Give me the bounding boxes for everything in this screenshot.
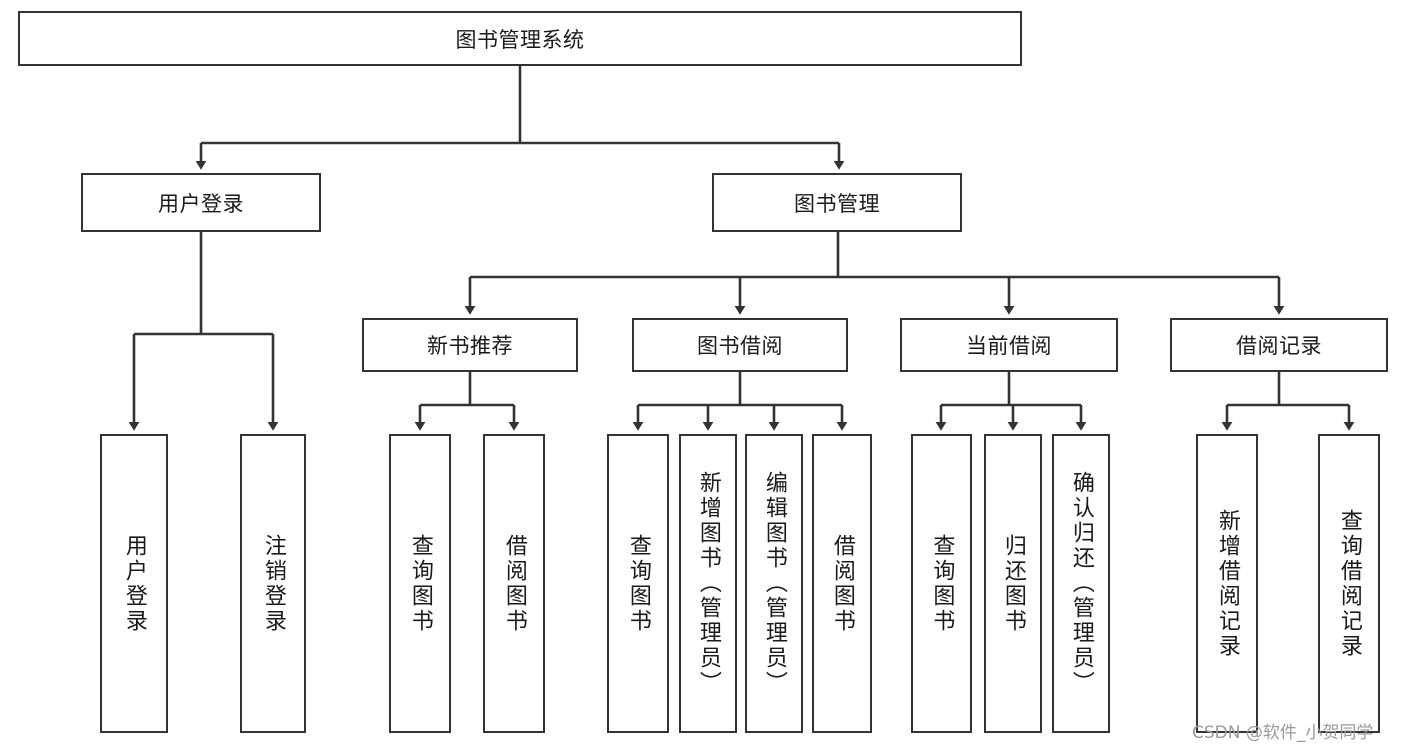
node-root-label: 图书管理系统 (455, 27, 585, 52)
node-leaf[interactable]: 新增图书（管理员） (679, 434, 737, 733)
node-leaf[interactable]: 新增借阅记录 (1196, 434, 1258, 733)
node-label: 借阅图书 (501, 533, 527, 634)
node-label: 借阅图书 (829, 533, 855, 634)
node-label: 借阅记录 (1236, 334, 1322, 358)
node-leaf[interactable]: 确认归还（管理员） (1052, 434, 1110, 733)
node-label: 用户登录 (158, 191, 244, 216)
node-label: 查询图书 (407, 533, 433, 634)
node-leaf[interactable]: 查询图书 (389, 434, 451, 733)
node-book-borrow[interactable]: 图书借阅 (632, 318, 848, 372)
watermark-text: CSDN @软件_小贺同学 (1192, 723, 1374, 743)
node-leaf[interactable]: 归还图书 (984, 434, 1042, 733)
node-label: 新增借阅记录 (1214, 508, 1240, 659)
node-leaf[interactable]: 查询图书 (911, 434, 972, 733)
node-label: 查询图书 (929, 533, 955, 634)
node-leaf[interactable]: 借阅图书 (483, 434, 545, 733)
node-leaf[interactable]: 编辑图书（管理员） (745, 434, 803, 733)
node-leaf[interactable]: 用户登录 (100, 434, 168, 733)
node-label: 编辑图书（管理员） (761, 471, 787, 696)
node-new-book-recommend[interactable]: 新书推荐 (362, 318, 578, 372)
node-label: 注销登录 (260, 533, 286, 634)
node-root-system[interactable]: 图书管理系统 (18, 11, 1022, 66)
node-label: 确认归还（管理员） (1068, 471, 1094, 696)
node-book-management[interactable]: 图书管理 (712, 173, 962, 232)
node-label: 新增图书（管理员） (695, 471, 721, 696)
node-label: 查询图书 (625, 533, 651, 634)
node-label: 用户登录 (121, 533, 147, 634)
node-label: 图书借阅 (697, 334, 783, 358)
node-label: 当前借阅 (966, 334, 1052, 358)
node-current-borrow[interactable]: 当前借阅 (900, 318, 1118, 372)
node-leaf[interactable]: 借阅图书 (812, 434, 872, 733)
node-leaf[interactable]: 查询图书 (607, 434, 669, 733)
node-leaf[interactable]: 查询借阅记录 (1318, 434, 1380, 733)
node-user-login[interactable]: 用户登录 (81, 173, 321, 232)
node-label: 新书推荐 (427, 334, 513, 358)
node-label: 查询借阅记录 (1336, 508, 1362, 659)
node-label: 归还图书 (1000, 533, 1026, 634)
node-label: 图书管理 (794, 191, 880, 216)
node-leaf[interactable]: 注销登录 (240, 434, 306, 733)
node-borrow-record[interactable]: 借阅记录 (1170, 318, 1388, 372)
